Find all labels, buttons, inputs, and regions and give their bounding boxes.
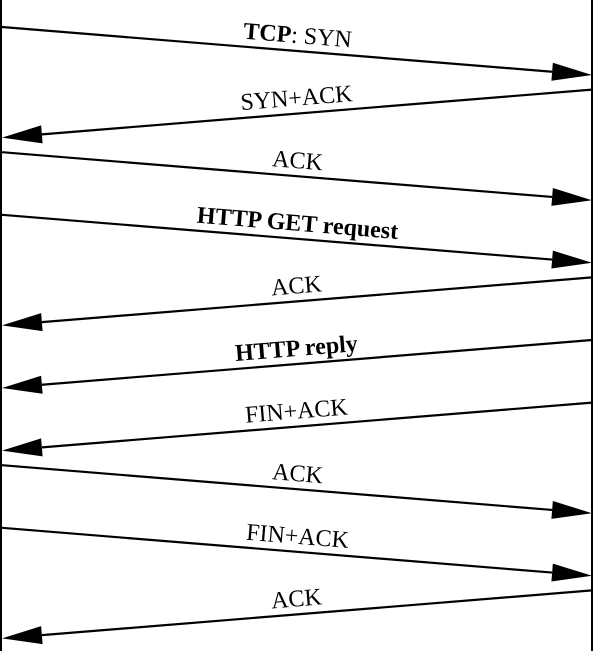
message-arrow-line (41, 589, 593, 637)
arrowhead-icon (551, 250, 592, 269)
message-arrow-line (41, 88, 593, 136)
arrowhead-icon (2, 125, 43, 144)
message-arrow-line (41, 276, 593, 324)
message-fin-ack-client: FIN+ACK (1, 520, 592, 582)
message-arrow-line (1, 526, 553, 574)
message-ack-handshake: ACK (1, 146, 592, 206)
message-label: ACK (271, 146, 324, 176)
arrowhead-icon (551, 500, 592, 519)
message-label: ACK (270, 584, 323, 614)
message-ack-request: ACK (2, 271, 593, 332)
message-ack-client: ACK (1, 459, 592, 519)
arrowhead-icon (551, 62, 592, 81)
arrowhead-icon (2, 313, 43, 332)
message-http-reply: HTTP reply (2, 331, 593, 394)
message-label: ACK (270, 271, 323, 301)
arrowhead-icon (2, 626, 43, 645)
arrowhead-icon (551, 187, 592, 206)
message-fin-ack-server: FIN+ACK (2, 394, 593, 457)
message-label: TCP: SYN (242, 19, 352, 54)
message-arrow-line (1, 213, 553, 261)
message-arrow-line (41, 401, 593, 449)
arrowhead-icon (551, 563, 592, 582)
message-arrow-line (1, 151, 553, 199)
message-ack-final: ACK (2, 584, 593, 645)
message-arrow-line (41, 338, 593, 386)
message-arrow-line (1, 25, 553, 73)
message-arrow-line (1, 464, 553, 512)
message-http-get-request: HTTP GET request (1, 203, 592, 269)
arrowhead-icon (2, 375, 43, 394)
message-syn-ack: SYN+ACK (2, 81, 593, 144)
message-label: ACK (271, 459, 324, 489)
arrowhead-icon (2, 438, 43, 457)
message-syn: TCP: SYN (1, 19, 592, 81)
